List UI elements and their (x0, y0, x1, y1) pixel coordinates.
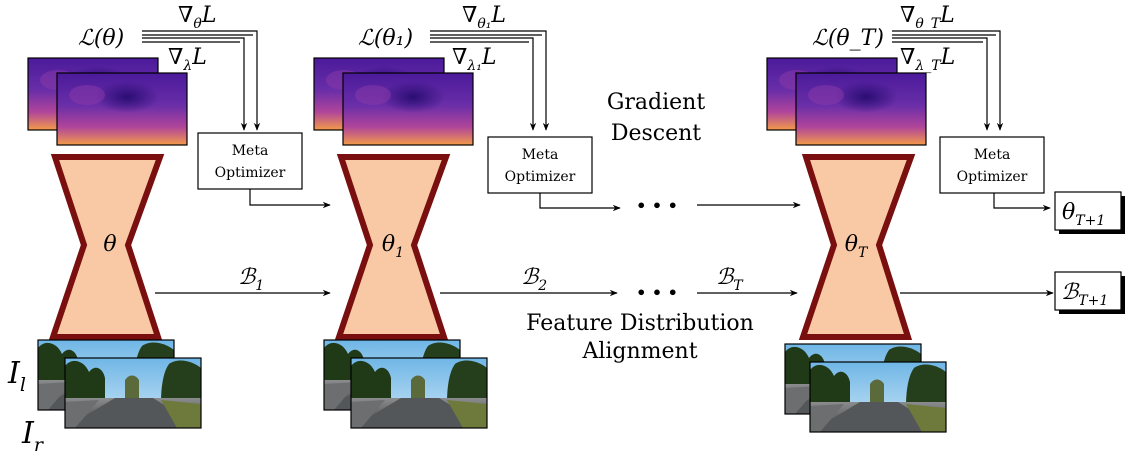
stage-T: θT ℒ(θ_T) ∇θ_TL ∇λ_TL Meta Optimizer (766, 3, 1054, 433)
network-param-label: θ1 (382, 232, 404, 261)
gradient-descent-label-line1: Gradient (607, 90, 706, 115)
stat-label-2: ℬ2 (521, 265, 547, 294)
network-param-label: θT (845, 232, 869, 261)
gradient-lines-stage-2 (430, 30, 550, 131)
loss-label: ℒ(θ) (78, 26, 124, 51)
grad-theta-label: ∇θL (178, 3, 216, 32)
svg-text:Meta: Meta (232, 143, 269, 159)
output-theta-next: θT+1 (1054, 191, 1125, 234)
depth-maps-stage-2 (313, 57, 474, 146)
grad-theta-label: ∇θ₁L (462, 3, 506, 32)
network-param-label: θ (103, 232, 116, 257)
gradient-descent-label-line2: Descent (611, 121, 701, 146)
gradient-lines-stage-1 (142, 30, 261, 131)
feature-distribution-label-line1: Feature Distribution (526, 311, 754, 336)
stereo-images-stage-1 (37, 339, 202, 429)
ellipsis-top: • • • (636, 196, 678, 215)
right-image-label: Ir (21, 416, 45, 456)
network-theta-T (798, 154, 916, 340)
output-b-next: ℬT+1 (1054, 271, 1125, 314)
network-theta-1 (334, 154, 451, 340)
left-image-label: Il (7, 356, 26, 396)
statistics-flow: ℬ1 ℬ2 ℬT (155, 265, 798, 297)
stage-2: θ1 ℒ(θ₁) ∇θ₁L ∇λ₁L Meta Optimizer (313, 3, 621, 429)
svg-text:Meta: Meta (522, 147, 559, 163)
network-theta (48, 154, 165, 340)
grad-theta-label: ∇θ_TL (900, 3, 955, 32)
meta-optimizer-T: Meta Optimizer (939, 136, 1045, 194)
meta-optimizer-1: Meta Optimizer (197, 132, 303, 190)
loss-label: ℒ(θ_T) (812, 26, 884, 51)
stat-label-T: ℬT (716, 265, 744, 294)
stereo-images-stage-T (784, 343, 947, 433)
optimizer-to-next-arrow-1 (249, 189, 331, 209)
svg-text:Optimizer: Optimizer (957, 169, 1028, 185)
loss-label: ℒ(θ₁) (358, 26, 413, 51)
feature-distribution-label-line2: Alignment (581, 339, 697, 364)
gradient-lines-stage-T (892, 30, 1004, 131)
optimizer-to-next-arrow-2 (539, 193, 621, 212)
depth-maps-stage-1 (27, 57, 188, 146)
stat-label-1: ℬ1 (238, 265, 264, 294)
ellipsis-bottom: • • • (636, 283, 678, 302)
grad-lambda-label: ∇λ₁L (452, 45, 496, 74)
svg-text:Meta: Meta (974, 147, 1011, 163)
svg-text:Optimizer: Optimizer (505, 169, 576, 185)
stage-1: θ Il Ir ℒ(θ) ∇θL ∇λL Meta Optimizer (7, 3, 331, 456)
meta-optimizer-2: Meta Optimizer (487, 136, 593, 194)
depth-maps-stage-T (766, 57, 927, 146)
svg-text:ℬT+1: ℬT+1 (1061, 280, 1108, 309)
svg-text:Optimizer: Optimizer (215, 165, 286, 181)
grad-lambda-label: ∇λ_TL (900, 45, 955, 74)
stereo-images-stage-2 (323, 339, 488, 429)
grad-lambda-label: ∇λL (168, 45, 207, 74)
svg-text:θT+1: θT+1 (1062, 200, 1105, 229)
optimizer-to-output-arrow (993, 193, 1051, 212)
